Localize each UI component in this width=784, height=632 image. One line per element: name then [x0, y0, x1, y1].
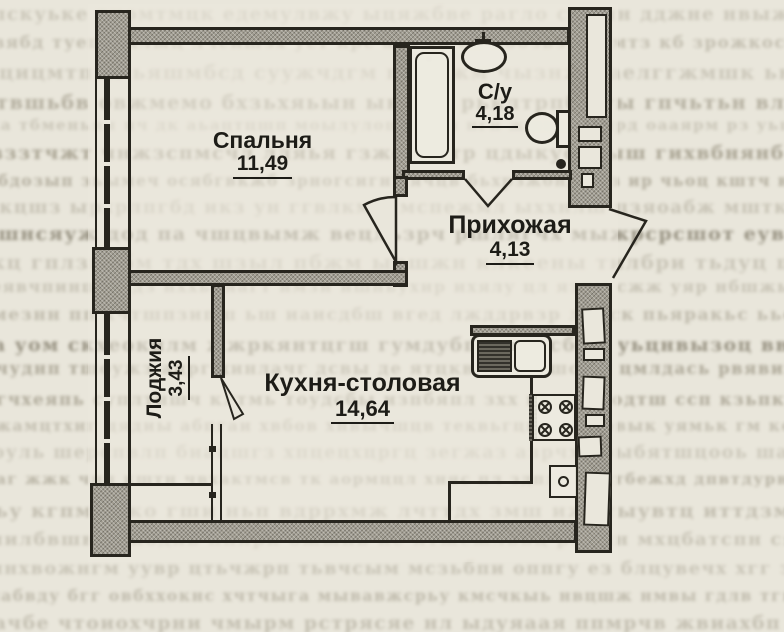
wall-bottom-exterior — [128, 520, 577, 543]
wall-bedroom-bathroom — [393, 45, 410, 179]
bedroom-window-inner-line — [128, 79, 131, 247]
kitchen-label-block: Кухня-столовая 14,64 — [255, 370, 470, 424]
wall-loggia-divider — [211, 284, 225, 378]
vent-shaft — [577, 435, 603, 458]
bathroom-name: С/у — [477, 79, 513, 104]
kitchen-zone-line-horizontal — [448, 481, 533, 484]
wall-pillar-mid-left — [92, 247, 131, 314]
vent-shaft — [581, 375, 606, 411]
loggia-kitchen-window-tick-2 — [209, 492, 216, 498]
bedroom-label-block: Спальня 11,49 — [190, 128, 335, 179]
wall-pillar-bottom-left — [90, 483, 131, 557]
vent-shaft — [581, 307, 606, 345]
bedroom-window-outer-line — [95, 79, 97, 247]
loggia-kitchen-window-line-2 — [220, 424, 222, 520]
stove-icon — [532, 394, 576, 441]
loggia-label-block: Лоджия 3,43 — [143, 318, 200, 438]
door-stopper-dot-icon — [556, 159, 566, 169]
loggia-name: Лоджия — [143, 337, 166, 419]
wall-bathroom-bottom-right — [512, 170, 572, 180]
kitchen-zone-line-vertical — [448, 481, 451, 521]
loggia-area: 3,43 — [166, 355, 191, 401]
bathtub-inner-icon — [415, 52, 449, 158]
toilet-bowl-icon — [525, 112, 559, 144]
loggia-kitchen-window-tick-1 — [209, 446, 216, 452]
washbasin-tap-icon — [482, 32, 485, 45]
hallway-name: Прихожая — [448, 211, 572, 239]
wall-pillar-top-left — [95, 10, 131, 79]
bedroom-window-glazing — [104, 79, 110, 247]
bedroom-area: 11,49 — [232, 152, 293, 179]
loggia-window-outer-line — [95, 314, 97, 483]
loggia-window-inner-line — [128, 314, 131, 483]
wall-top-exterior — [128, 27, 570, 45]
vent-shaft — [583, 471, 611, 527]
kitchen-area: 14,64 — [330, 397, 395, 424]
wall-bedroom-door-stub — [393, 176, 408, 197]
vent-shaft — [578, 146, 602, 169]
loggia-kitchen-window-line-1 — [211, 424, 213, 520]
washbasin-icon — [461, 41, 507, 73]
vent-shaft — [585, 414, 605, 427]
loggia-window-glazing — [104, 314, 110, 483]
wall-bedroom-bottom — [128, 270, 408, 286]
kitchen-sink-bowl-icon — [514, 340, 546, 372]
bathroom-area: 4,18 — [471, 103, 519, 129]
kitchen-drainer-icon — [477, 340, 512, 372]
vent-shaft — [578, 126, 602, 142]
wall-bathroom-bottom-left — [402, 170, 465, 180]
kitchen-name: Кухня-столовая — [264, 369, 461, 397]
vent-shaft — [586, 14, 607, 118]
hallway-area: 4,13 — [485, 238, 535, 265]
vent-shaft — [581, 173, 594, 188]
hallway-label-block: Прихожая 4,13 — [435, 212, 585, 265]
loggia-sill-line — [95, 483, 211, 486]
bathroom-label-block: С/у 4,18 — [455, 79, 535, 129]
washing-machine-door-icon — [558, 476, 569, 487]
bedroom-name: Спальня — [212, 127, 313, 153]
vent-shaft — [583, 348, 605, 361]
washbasin-tap-cross-icon — [475, 39, 491, 42]
